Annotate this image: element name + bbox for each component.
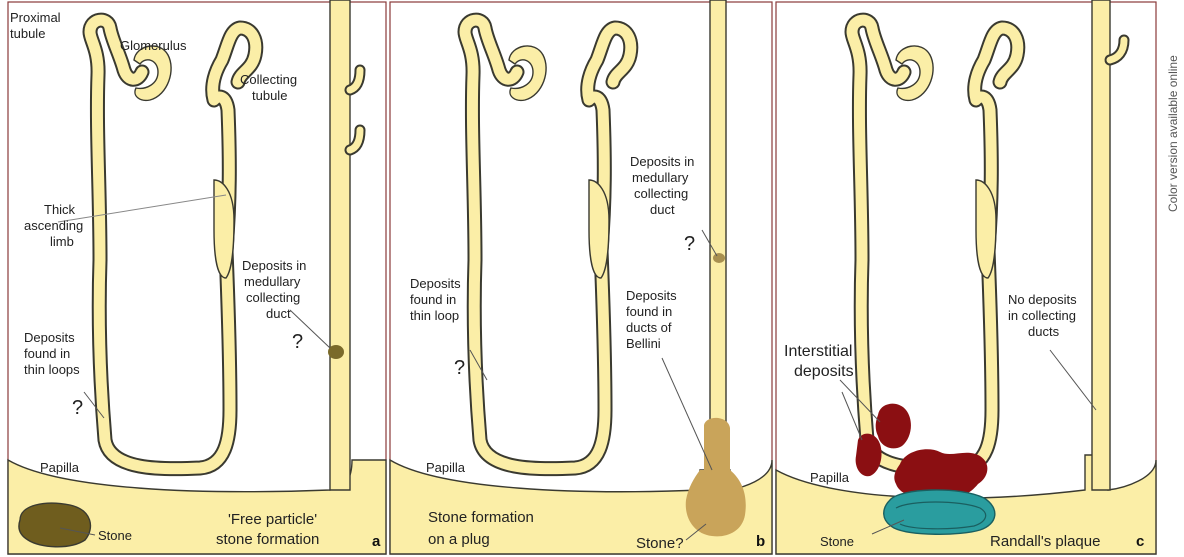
collecting-duct xyxy=(710,0,726,470)
randall-plaque-stone xyxy=(884,490,995,534)
label-deposits2: Deposits xyxy=(626,288,677,303)
color-version-credit: Color version available online xyxy=(1166,55,1180,212)
label-deposits-in: Deposits in xyxy=(630,154,694,169)
label-interstitial-deposits: deposits xyxy=(794,363,854,380)
label-ducts: ducts xyxy=(1028,324,1060,339)
label-found-in: found in xyxy=(24,346,70,361)
label-medullary: medullary xyxy=(632,170,689,185)
question-medullary: ? xyxy=(684,233,695,255)
label-found-in: found in xyxy=(410,292,456,307)
label-stone: Stone xyxy=(98,528,132,543)
medullary-deposit xyxy=(328,345,344,359)
label-collecting2: collecting xyxy=(246,290,300,305)
label-collecting: Collecting xyxy=(240,72,297,87)
label-in-collecting: in collecting xyxy=(1008,308,1076,323)
label-bellini: Bellini xyxy=(626,336,661,351)
medullary-deposit xyxy=(713,253,725,263)
label-papilla: Papilla xyxy=(810,470,850,485)
label-thick: Thick xyxy=(44,202,76,217)
label-no-deposits: No deposits xyxy=(1008,292,1077,307)
label-limb: limb xyxy=(50,234,74,249)
label-randall-plaque: Randall's plaque xyxy=(990,533,1100,550)
plug-stone xyxy=(686,470,746,536)
question-thin-loop: ? xyxy=(454,357,465,379)
label-papilla: Papilla xyxy=(426,460,466,475)
panel-a: Proximal tubule Glomerulus Collecting tu… xyxy=(8,0,386,554)
label-interstitial: Interstitial xyxy=(784,343,852,360)
label-deposits: Deposits xyxy=(24,330,75,345)
panel-c: No deposits in collecting ducts Intersti… xyxy=(776,0,1156,554)
panel-b: Deposits in medullary collecting duct ? … xyxy=(390,0,772,554)
label-deposits: Deposits xyxy=(410,276,461,291)
label-deposits-in: Deposits in xyxy=(242,258,306,273)
label-found-in2: found in xyxy=(626,304,672,319)
panel-letter-b: b xyxy=(756,533,765,550)
label-duct: duct xyxy=(266,306,291,321)
bellini-plug xyxy=(704,418,730,470)
panel-letter-c: c xyxy=(1136,533,1144,550)
label-stone-question: Stone? xyxy=(636,535,684,552)
collecting-duct xyxy=(1092,0,1110,490)
label-ascending: ascending xyxy=(24,218,83,233)
label-thin-loop: thin loop xyxy=(410,308,459,323)
label-proximal: Proximal xyxy=(10,10,61,25)
label-collecting-tubule: tubule xyxy=(252,88,287,103)
label-duct: duct xyxy=(650,202,675,217)
free-particle-stone xyxy=(19,503,91,547)
panel-letter-a: a xyxy=(372,533,381,550)
label-collecting: collecting xyxy=(634,186,688,201)
caption-stone-formation: stone formation xyxy=(216,531,319,548)
question-thin-loops: ? xyxy=(72,397,83,419)
interstitial-deposit-1 xyxy=(876,404,911,449)
label-papilla: Papilla xyxy=(40,460,80,475)
label-glomerulus: Glomerulus xyxy=(120,38,187,53)
question-medullary: ? xyxy=(292,331,303,353)
label-medullary: medullary xyxy=(244,274,301,289)
collecting-duct xyxy=(330,0,350,490)
caption-free-particle: 'Free particle' xyxy=(228,511,317,528)
caption-stone-formation: Stone formation xyxy=(428,509,534,526)
label-stone: Stone xyxy=(820,534,854,549)
label-ducts-of: ducts of xyxy=(626,320,672,335)
label-proximal-tubule: tubule xyxy=(10,26,45,41)
label-thin-loops: thin loops xyxy=(24,362,80,377)
caption-on-a-plug: on a plug xyxy=(428,531,490,548)
